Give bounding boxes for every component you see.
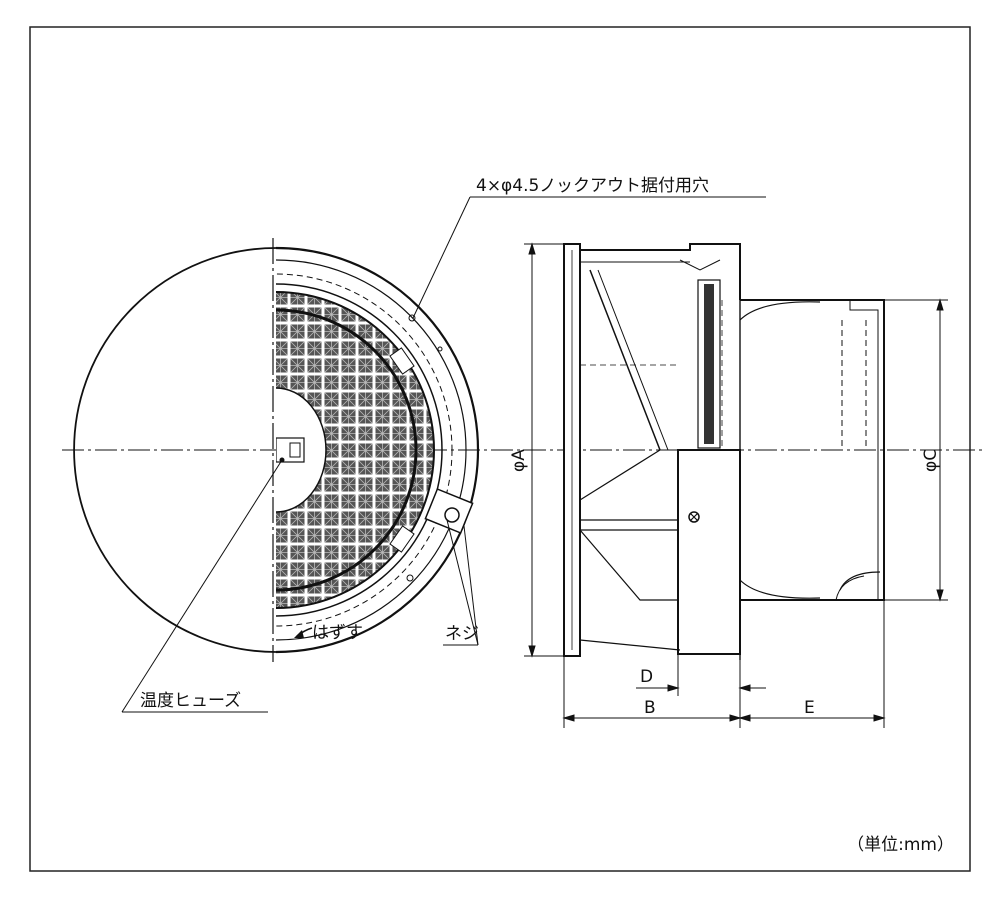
dim-d-label: D (640, 667, 653, 687)
dim-e-label: E (804, 698, 815, 718)
unit-note: （単位:mm） (847, 835, 954, 855)
body-block (677, 449, 741, 655)
remove-label: はずす (312, 623, 363, 643)
knockout-hole-label: 4×φ4.5ノックアウト据付用穴 (476, 176, 709, 196)
screw-label: ネジ (445, 624, 479, 644)
body-outer-ring (276, 246, 480, 654)
grille-mesh (276, 291, 435, 609)
temperature-fuse-callout (121, 457, 285, 713)
knockout-hole-callout (412, 196, 766, 319)
cover-outline (73, 247, 277, 653)
drawing-frame (29, 26, 971, 872)
front-view: はずす (62, 238, 985, 662)
dimension-lines-bde (562, 600, 886, 728)
dimension-phi-a (524, 242, 566, 658)
body-screw-icon (688, 511, 700, 523)
side-view (563, 243, 885, 660)
dim-b-label: B (644, 698, 656, 718)
dimension-phi-c (884, 298, 948, 602)
screw-callout (443, 519, 479, 646)
phi-c-label: φC (921, 449, 941, 472)
screw-icon (444, 507, 460, 523)
duct-pipe (740, 299, 885, 601)
phi-a-label: φA (509, 449, 529, 472)
temperature-fuse-label: 温度ヒューズ (140, 691, 241, 711)
